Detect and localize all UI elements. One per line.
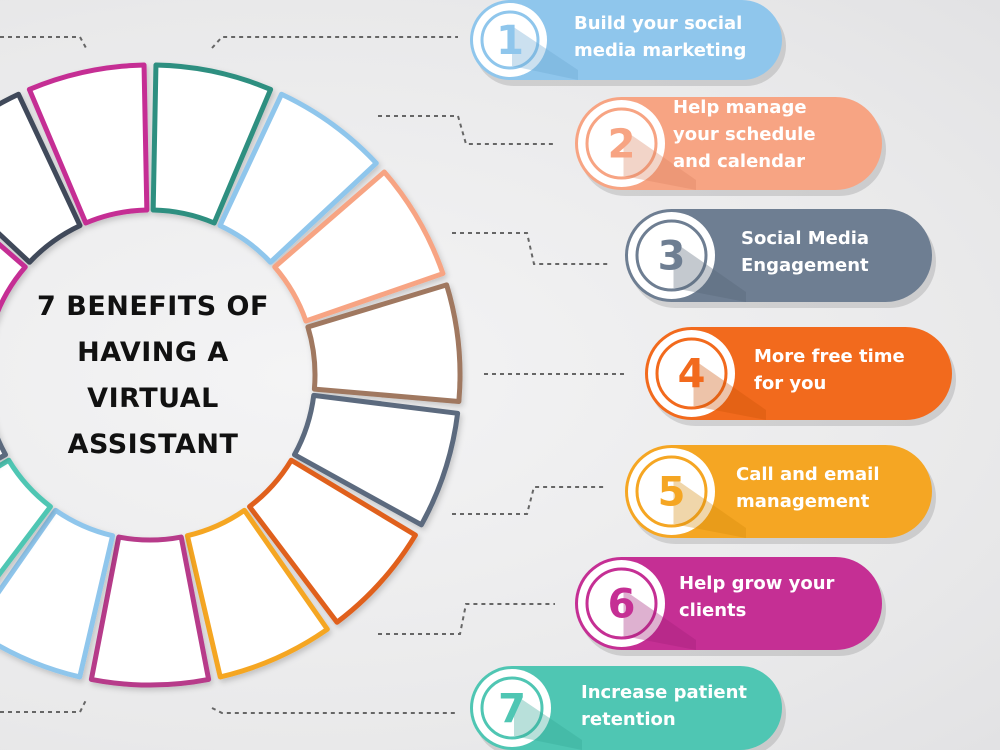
wheel-segment — [150, 62, 274, 226]
infographic-title: 7 BENEFITS OF HAVING A VIRTUAL ASSISTANT — [37, 291, 269, 460]
number-badge — [648, 330, 735, 417]
number-long-shadow — [623, 129, 696, 190]
benefit-number: 4 — [678, 352, 706, 398]
benefit-pill — [470, 666, 782, 750]
number-badge — [628, 448, 715, 535]
number-long-shadow — [623, 589, 696, 650]
connector-line — [378, 115, 555, 145]
number-badge-ring — [480, 676, 544, 740]
benefit-number: 6 — [608, 582, 636, 628]
benefit-item-5: 5 Call and email management — [625, 445, 936, 544]
benefit-pill — [470, 0, 782, 80]
number-badge — [628, 212, 715, 299]
number-badge-ring — [480, 10, 540, 70]
benefit-text-line: retention — [581, 709, 676, 730]
wheel-segment — [217, 91, 379, 265]
benefit-list: 1 Build your social media marketing 2 Help m… — [470, 0, 956, 750]
wheel-segment — [247, 457, 418, 625]
wheel-segment — [0, 437, 9, 461]
connector-lines — [0, 36, 628, 714]
benefit-text-line: More free time — [754, 346, 905, 367]
segment-wheel — [0, 62, 463, 688]
wheel-segment — [0, 457, 53, 578]
benefit-text-line: clients — [679, 600, 746, 621]
benefit-text-line: your schedule — [673, 124, 816, 145]
benefit-item-4: 4 More free time for you — [645, 327, 956, 426]
benefit-text-line: and calendar — [673, 151, 805, 172]
wheel-segment — [305, 282, 463, 404]
benefit-text-line: media marketing — [574, 40, 746, 61]
benefit-text-line: Help grow your — [679, 573, 835, 594]
wheel-segment — [88, 534, 212, 688]
title-line-1: 7 BENEFITS OF — [37, 291, 269, 322]
number-long-shadow — [512, 26, 578, 80]
benefit-text-line: Social Media — [741, 228, 869, 249]
number-badge — [473, 669, 551, 747]
number-badge-ring — [655, 337, 728, 410]
connector-line — [378, 603, 555, 635]
number-badge — [578, 560, 665, 647]
connector-line — [0, 699, 87, 713]
benefit-number: 7 — [498, 686, 526, 732]
benefit-number: 2 — [608, 122, 636, 168]
number-badge — [578, 100, 665, 187]
benefit-text-line: Help manage — [673, 97, 807, 118]
title-line-3: VIRTUAL — [87, 383, 219, 414]
connector-line — [211, 36, 458, 49]
connector-line — [211, 707, 458, 714]
title-line-2: HAVING A — [77, 337, 229, 368]
number-badge-ring — [585, 567, 658, 640]
number-long-shadow — [693, 359, 766, 420]
number-badge — [473, 3, 547, 77]
benefit-text-line: Build your social — [574, 13, 742, 34]
wheel-segment — [0, 241, 28, 313]
number-long-shadow — [673, 241, 746, 302]
connector-line — [0, 36, 87, 49]
title-line-4: ASSISTANT — [68, 429, 239, 460]
connector-line — [452, 232, 608, 265]
benefit-item-7: 7 Increase patient retention — [470, 666, 786, 750]
benefit-number: 1 — [496, 18, 524, 64]
benefit-text-line: management — [736, 491, 870, 512]
benefit-text-line: Call and email — [736, 464, 880, 485]
connector-line — [452, 486, 606, 515]
wheel-segment — [0, 507, 116, 680]
benefit-text-line: Engagement — [741, 255, 869, 276]
benefit-item-6: 6 Help grow your clients — [575, 557, 886, 656]
benefit-item-2: 2 Help manage your schedule and calendar — [575, 97, 886, 196]
number-long-shadow — [514, 694, 582, 750]
wheel-segment — [0, 91, 83, 265]
benefit-number: 3 — [658, 234, 686, 280]
benefit-item-1: 1 Build your social media marketing — [470, 0, 786, 86]
benefit-number: 5 — [658, 470, 686, 516]
number-badge-ring — [635, 455, 708, 528]
benefit-text-line: for you — [754, 373, 826, 394]
number-long-shadow — [673, 477, 746, 538]
wheel-segment — [272, 169, 446, 324]
number-badge-ring — [635, 219, 708, 292]
wheel-segment — [291, 392, 461, 528]
benefit-text-line: Increase patient — [581, 682, 747, 703]
wheel-segment — [184, 507, 330, 680]
number-badge-ring — [585, 107, 658, 180]
wheel-segment — [26, 62, 150, 226]
